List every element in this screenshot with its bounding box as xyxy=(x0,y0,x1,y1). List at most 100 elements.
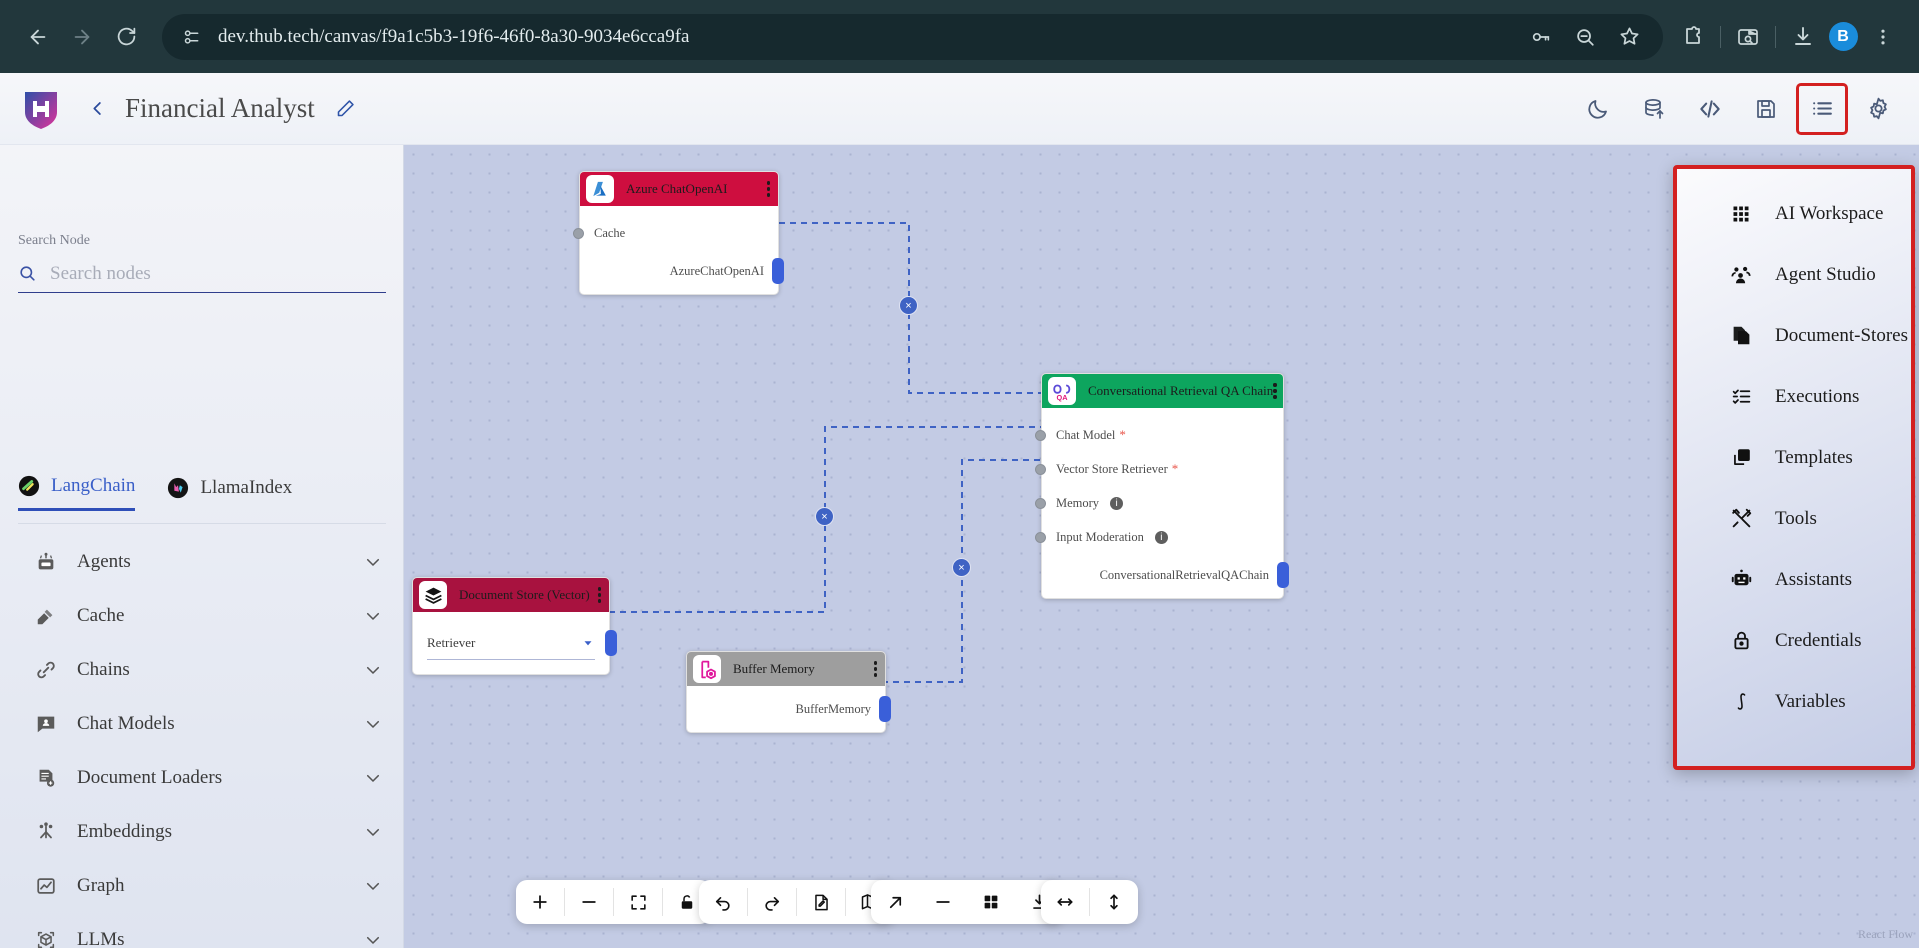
address-bar[interactable]: dev.thub.tech/canvas/f9a1c5b3-19f6-46f0-… xyxy=(162,13,1663,60)
flow-canvas[interactable]: × × × Azure ChatOpenAI Cache AzureChatOp… xyxy=(404,145,1919,948)
node-document-store-vector[interactable]: Document Store (Vector) Retriever xyxy=(412,577,617,675)
sidebar-item-llms[interactable]: LLMs xyxy=(0,913,403,948)
input-port-input-moderation[interactable]: Input Moderation i xyxy=(1035,520,1269,554)
chevron-down-icon[interactable] xyxy=(364,823,382,841)
align-horizontal-button[interactable] xyxy=(1041,880,1089,924)
back-chevron-icon[interactable] xyxy=(88,99,107,118)
forward-arrow-icon[interactable] xyxy=(60,15,104,59)
input-port-cache[interactable]: Cache xyxy=(573,216,764,250)
edge-arrow-button[interactable] xyxy=(871,880,919,924)
input-port-chat-model[interactable]: Chat Model * xyxy=(1035,418,1269,452)
fit-view-button[interactable] xyxy=(614,880,662,924)
search-input[interactable] xyxy=(50,262,370,285)
save-floppy-icon[interactable] xyxy=(1743,86,1789,132)
dropdown-arrow-icon[interactable] xyxy=(581,636,595,650)
menu-item-assistants[interactable]: Assistants xyxy=(1677,549,1911,610)
menu-item-document-stores[interactable]: Document-Stores xyxy=(1677,305,1911,366)
input-port-memory[interactable]: Memory i xyxy=(1035,486,1269,520)
list-menu-icon[interactable] xyxy=(1796,82,1848,135)
edge-delete-button[interactable]: × xyxy=(952,558,971,577)
input-port-vector-store-retriever[interactable]: Vector Store Retriever * xyxy=(1035,452,1269,486)
node-header[interactable]: Buffer Memory xyxy=(687,652,885,686)
output-handle[interactable] xyxy=(605,629,617,656)
menu-item-credentials[interactable]: Credentials xyxy=(1677,610,1911,671)
input-handle[interactable] xyxy=(1035,531,1046,543)
browser-kebab-menu-icon[interactable] xyxy=(1863,17,1903,57)
info-icon[interactable]: i xyxy=(1110,496,1124,510)
output-port-row[interactable]: ConversationalRetrievalQAChain xyxy=(1056,562,1289,588)
node-header[interactable]: QA Conversational Retrieval QA Chain xyxy=(1042,374,1283,408)
sidebar-item-chains[interactable]: Chains xyxy=(0,643,403,697)
undo-button[interactable] xyxy=(699,880,747,924)
chevron-down-icon[interactable] xyxy=(364,553,382,571)
profile-avatar[interactable]: B xyxy=(1823,17,1863,57)
split-screen-search-icon[interactable] xyxy=(1728,17,1768,57)
tab-langchain[interactable]: LangChain xyxy=(18,475,136,511)
tab-llamaindex[interactable]: LlamaIndex xyxy=(167,477,292,510)
input-handle[interactable] xyxy=(573,227,584,239)
chevron-down-icon[interactable] xyxy=(364,715,382,733)
menu-item-templates[interactable]: Templates xyxy=(1677,427,1911,488)
chevron-down-icon[interactable] xyxy=(364,931,382,948)
reload-icon[interactable] xyxy=(104,15,148,59)
zoom-out-icon[interactable] xyxy=(1565,17,1605,57)
chevron-down-icon[interactable] xyxy=(364,769,382,787)
edit-pencil-icon[interactable] xyxy=(335,98,356,119)
lock-canvas-button[interactable] xyxy=(663,880,711,924)
node-menu-icon[interactable] xyxy=(597,587,601,603)
menu-item-variables[interactable]: Variables xyxy=(1677,671,1911,732)
chevron-down-icon[interactable] xyxy=(364,877,382,895)
sidebar-item-graph[interactable]: Graph xyxy=(0,859,403,913)
menu-item-executions[interactable]: Executions xyxy=(1677,366,1911,427)
input-handle[interactable] xyxy=(1035,497,1046,509)
node-header[interactable]: Azure ChatOpenAI xyxy=(580,172,778,206)
grid-layout-button[interactable] xyxy=(967,880,1015,924)
sidebar-item-embeddings[interactable]: Embeddings xyxy=(0,805,403,859)
retriever-select[interactable]: Retriever xyxy=(427,626,617,660)
sidebar-item-cache[interactable]: Cache xyxy=(0,589,403,643)
chevron-down-icon[interactable] xyxy=(364,661,382,679)
output-handle[interactable] xyxy=(1277,562,1289,588)
node-menu-icon[interactable] xyxy=(1273,383,1277,399)
node-conversational-retrieval-qa-chain[interactable]: QA Conversational Retrieval QA Chain Cha… xyxy=(1035,373,1289,599)
output-port-row[interactable]: BufferMemory xyxy=(701,696,891,722)
site-settings-icon[interactable] xyxy=(176,22,206,52)
align-vertical-button[interactable] xyxy=(1090,880,1138,924)
info-icon[interactable]: i xyxy=(1154,530,1168,544)
input-handle[interactable] xyxy=(1035,429,1046,441)
edge-line-button[interactable] xyxy=(919,880,967,924)
edge-delete-button[interactable]: × xyxy=(815,507,834,526)
settings-gear-icon[interactable] xyxy=(1855,86,1901,132)
back-arrow-icon[interactable] xyxy=(16,15,60,59)
redo-button[interactable] xyxy=(748,880,796,924)
output-port-row[interactable]: AzureChatOpenAI xyxy=(594,258,784,284)
node-buffer-memory[interactable]: Buffer Memory BufferMemory xyxy=(686,651,891,733)
password-key-icon[interactable] xyxy=(1521,17,1561,57)
add-note-button[interactable] xyxy=(797,880,845,924)
node-header[interactable]: Document Store (Vector) xyxy=(413,578,609,612)
sidebar-item-agents[interactable]: Agents xyxy=(0,535,403,589)
zoom-in-button[interactable] xyxy=(516,880,564,924)
node-menu-icon[interactable] xyxy=(873,661,877,677)
bookmark-star-icon[interactable] xyxy=(1609,17,1649,57)
input-handle[interactable] xyxy=(1035,463,1046,475)
menu-item-tools[interactable]: Tools xyxy=(1677,488,1911,549)
menu-item-ai-workspace[interactable]: AI Workspace xyxy=(1677,183,1911,244)
search-node-row[interactable] xyxy=(18,255,386,293)
thub-shield-logo[interactable] xyxy=(22,88,60,130)
dark-mode-moon-icon[interactable] xyxy=(1575,86,1621,132)
code-view-icon[interactable] xyxy=(1687,86,1733,132)
edge-delete-button[interactable]: × xyxy=(899,296,918,315)
sidebar-item-document-loaders[interactable]: Document Loaders xyxy=(0,751,403,805)
database-upload-icon[interactable] xyxy=(1631,86,1677,132)
zoom-out-button[interactable] xyxy=(565,880,613,924)
downloads-icon[interactable] xyxy=(1783,17,1823,57)
menu-item-agent-studio[interactable]: Agent Studio xyxy=(1677,244,1911,305)
node-azure-chat-openai[interactable]: Azure ChatOpenAI Cache AzureChatOpenAI xyxy=(573,171,784,295)
output-handle[interactable] xyxy=(772,258,784,284)
extensions-puzzle-icon[interactable] xyxy=(1673,17,1713,57)
sidebar-item-chat-models[interactable]: Chat Models xyxy=(0,697,403,751)
node-menu-icon[interactable] xyxy=(766,181,770,197)
output-handle[interactable] xyxy=(879,696,891,722)
chevron-down-icon[interactable] xyxy=(364,607,382,625)
